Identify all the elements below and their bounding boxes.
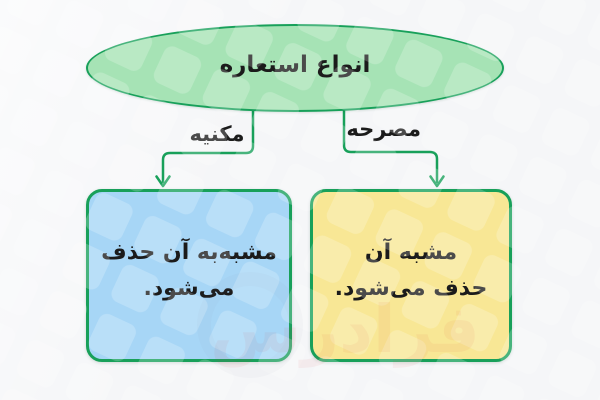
left-box-text-line2: می‌شود. xyxy=(143,275,235,301)
left-box-node: مشبه‌به آن حذف می‌شود. xyxy=(86,189,292,362)
right-arrowhead-icon xyxy=(429,175,445,188)
right-box-text-line2: حذف می‌شود. xyxy=(334,275,488,301)
left-arrowhead-icon xyxy=(155,175,171,188)
left-box-text-line1: مشبه‌به آن حذف xyxy=(101,239,277,265)
root-node-ellipse: انواع استعاره xyxy=(86,24,504,112)
right-box-node: مشبه آن حذف می‌شود. xyxy=(310,189,512,362)
right-box-text-line1: مشبه آن xyxy=(364,239,458,265)
left-connector-line xyxy=(161,108,255,184)
root-node-label: انواع استعاره xyxy=(219,52,371,78)
branch-label-mosarraha: مصرحه xyxy=(346,117,421,141)
branch-label-makniyeh: مکنیه xyxy=(189,122,245,146)
